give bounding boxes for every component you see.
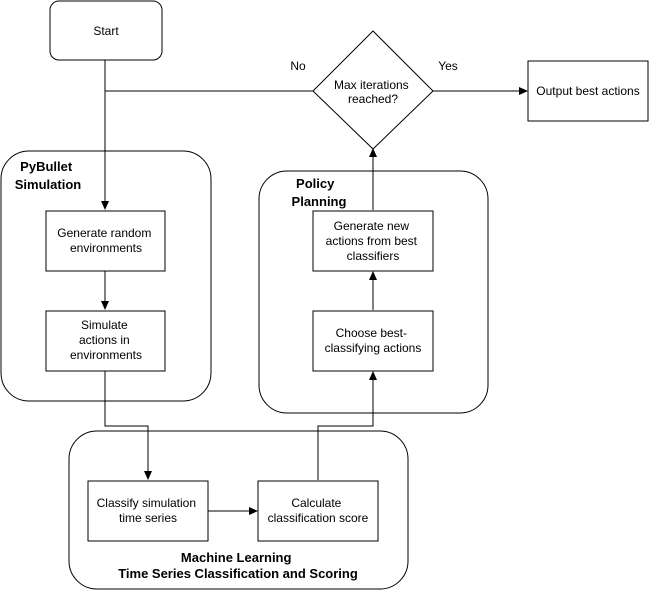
score-label: Calculate classification score	[268, 496, 369, 525]
choose-node	[312, 310, 434, 372]
simulate-label-line3: environments	[70, 348, 142, 362]
gen-env-label-line2: environments	[70, 241, 142, 255]
simulate-label-line1: Simulate	[81, 318, 128, 332]
edge-simulate-to-classify	[104, 371, 152, 480]
group-policy-title: Policy Planning	[292, 176, 347, 209]
gen-env-label: Generate random environments	[57, 226, 154, 255]
start-label: Start	[93, 24, 119, 38]
score-label-line2: classification score	[268, 511, 369, 525]
classify-label-line1: Classify simulation	[97, 496, 196, 510]
group-pybullet-title: PyBullet Simulation	[15, 159, 82, 192]
group-pybullet-title-line2: Simulation	[15, 177, 82, 192]
simulate-node	[45, 310, 166, 372]
gen-actions-label-line1: Generate new	[334, 219, 410, 233]
edge-score-to-choose	[317, 371, 377, 480]
choose-label-line2: classifying actions	[325, 341, 422, 355]
gen-actions-label-line2: actions from best	[326, 234, 418, 248]
choose-label-line1: Choose best-	[336, 326, 407, 340]
output-node	[527, 60, 649, 122]
score-label-line1: Calculate	[291, 496, 341, 510]
classify-node	[87, 480, 209, 542]
gen-env-node	[45, 210, 166, 272]
gen-actions-node	[312, 210, 434, 272]
group-ml-title-line2: Time Series Classification and Scoring	[118, 566, 358, 581]
simulate-label-line2: actions in	[79, 333, 130, 347]
decision-node	[312, 30, 434, 150]
decision-label-line2: reached?	[348, 92, 398, 106]
gen-env-label-line1: Generate random	[57, 226, 151, 240]
decision-label-line1: Max iterations	[334, 78, 409, 92]
decision-label: Max iterations reached?	[334, 78, 412, 106]
group-policy-title-line1: Policy	[296, 176, 335, 191]
start-node	[49, 0, 163, 61]
choose-label: Choose best- classifying actions	[325, 326, 422, 355]
gen-actions-label-line3: classifiers	[347, 249, 400, 263]
group-ml-title-line1: Machine Learning	[181, 550, 292, 565]
group-pybullet-title-line1: PyBullet	[20, 159, 73, 174]
gen-actions-label: Generate new actions from best classifie…	[326, 219, 421, 263]
group-ml-title: Machine Learning Time Series Classificat…	[118, 550, 358, 581]
edge-label-no: No	[290, 59, 306, 73]
classify-label: Classify simulation time series	[97, 496, 200, 525]
simulate-label: Simulate actions in environments	[70, 318, 142, 362]
classify-label-line2: time series	[119, 511, 177, 525]
output-label: Output best actions	[536, 84, 639, 98]
score-node	[257, 480, 379, 542]
edge-label-yes: Yes	[438, 59, 458, 73]
group-ml	[68, 430, 409, 590]
group-policy-title-line2: Planning	[292, 194, 347, 209]
